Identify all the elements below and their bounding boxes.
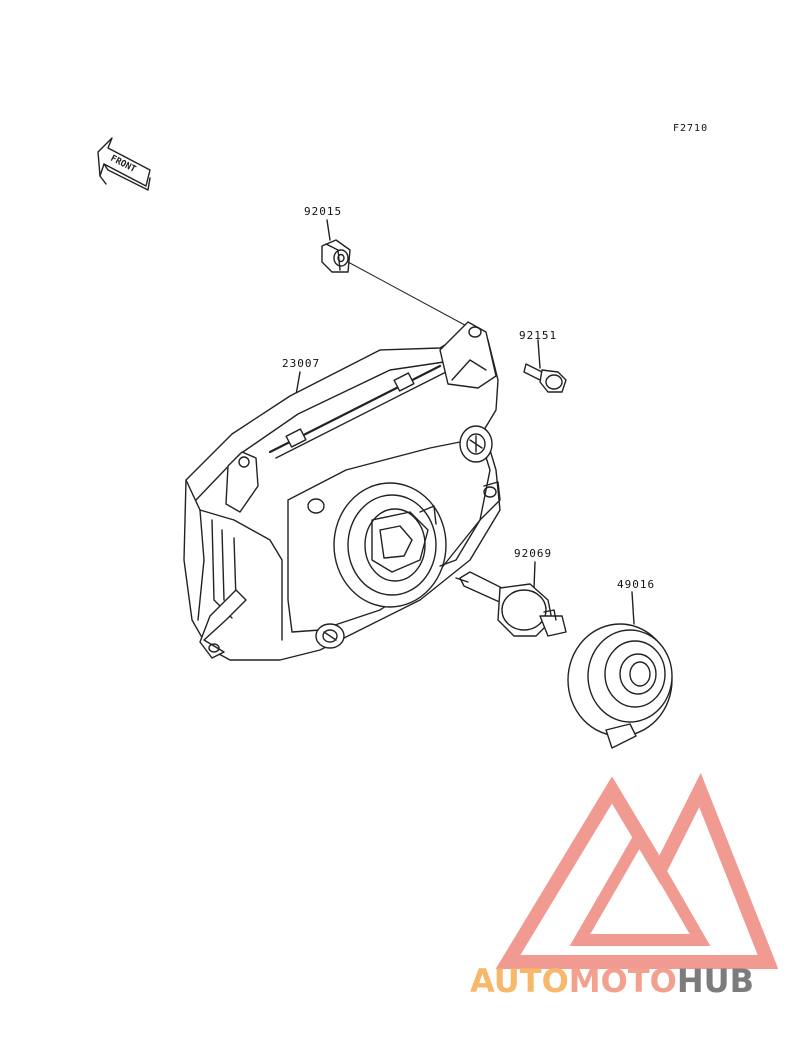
watermark-moto: MOTO: [568, 962, 677, 1000]
clip-92015-drawing: [321, 239, 351, 273]
headlight-housing-23007-drawing: [183, 321, 501, 661]
part-label-23007: 23007: [282, 357, 321, 370]
part-label-49016: 49016: [617, 578, 656, 591]
watermark-auto: AUTO: [470, 962, 569, 1000]
figure-code: F2710: [673, 123, 709, 134]
bolt-92151-drawing: [523, 363, 567, 393]
bulb-92069-drawing: [455, 571, 567, 637]
watermark-hub: HUB: [676, 962, 755, 1000]
part-label-92069: 92069: [514, 547, 553, 560]
socket-cover-49016-drawing: [567, 623, 673, 749]
front-arrow-icon: FRONT: [97, 137, 151, 191]
watermark-text: AUTOMOTOHUB: [470, 962, 800, 1000]
automotohub-logo-icon: [495, 772, 779, 969]
part-label-92151: 92151: [519, 329, 558, 342]
part-label-92015: 92015: [304, 205, 343, 218]
